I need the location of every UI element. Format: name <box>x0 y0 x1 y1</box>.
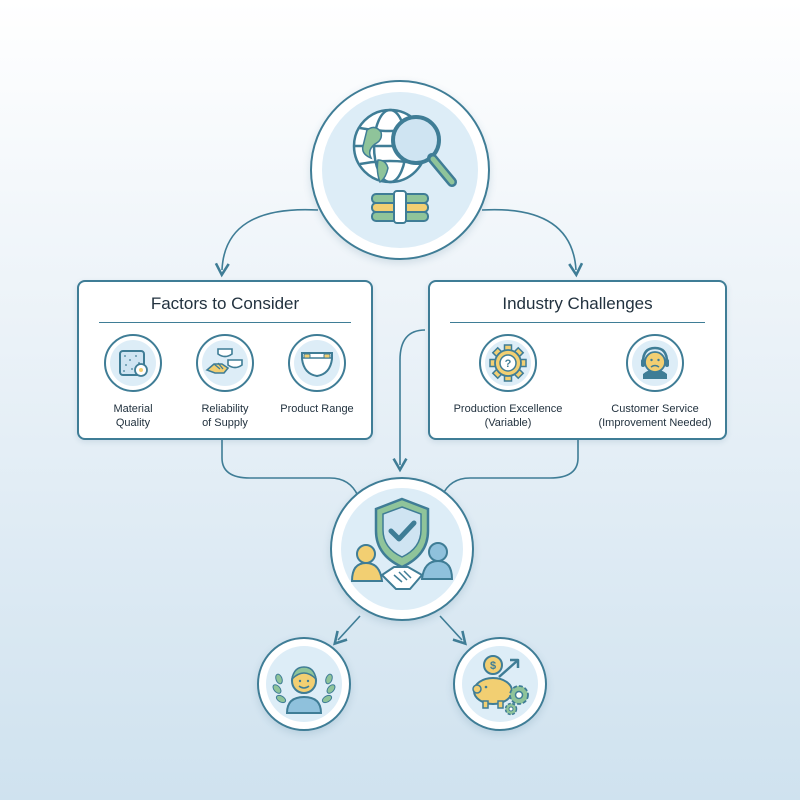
svg-text:?: ? <box>505 358 512 370</box>
headset-agent-icon <box>641 346 669 379</box>
factor-1-line2: Quality <box>115 417 151 429</box>
factor-reliability-of-supply: Reliability of Supply <box>181 334 269 430</box>
partnership-node <box>330 477 474 621</box>
satisfied-customer-node <box>257 637 351 731</box>
challenge-2-line1: Customer Service <box>611 403 699 415</box>
factor-1-line1: Material <box>113 403 153 415</box>
cost-savings-node: $ <box>453 637 547 731</box>
arrow-challenges-to-center <box>392 329 426 473</box>
challenges-title: Industry Challenges <box>502 294 653 313</box>
arrow-top-to-challenges <box>481 208 584 278</box>
factor-3-line1: Product Range <box>280 403 354 415</box>
challenge-2-line2: (Improvement Needed) <box>598 417 712 429</box>
line-factors-to-center <box>221 438 359 497</box>
factor-2-line2: of Supply <box>202 417 248 429</box>
arrow-center-to-left <box>333 615 361 646</box>
piggy-bank-growth-icon: $ <box>472 655 529 716</box>
challenges-divider <box>450 322 705 323</box>
line-challenges-to-center <box>441 438 579 497</box>
factors-divider <box>99 322 351 323</box>
factors-title: Factors to Consider <box>150 294 300 313</box>
fabric-swatch-icon <box>119 350 148 377</box>
handshake-diaper-icon <box>205 348 243 374</box>
shield-handshake-icon <box>350 497 454 590</box>
diaper-icon <box>301 352 333 378</box>
factor-2-line1: Reliability <box>201 403 249 415</box>
person-laurel-icon <box>272 666 336 714</box>
challenge-1-line2: (Variable) <box>484 417 532 429</box>
arrow-top-to-factors <box>214 208 319 278</box>
factor-product-range: Product Range <box>273 334 361 416</box>
challenge-1-line1: Production Excellence <box>453 403 563 415</box>
svg-text:$: $ <box>490 660 496 672</box>
gear-question-icon: ? <box>489 344 527 382</box>
challenges-panel: Industry Challenges <box>428 280 727 440</box>
challenge-production-excellence: ? Production Excellence (Variable) <box>438 334 578 430</box>
global-sourcing-node <box>310 80 490 260</box>
arrow-center-to-right <box>439 615 467 646</box>
globe-magnifier-icon <box>352 108 457 224</box>
challenge-customer-service: Customer Service (Improvement Needed) <box>590 334 720 430</box>
